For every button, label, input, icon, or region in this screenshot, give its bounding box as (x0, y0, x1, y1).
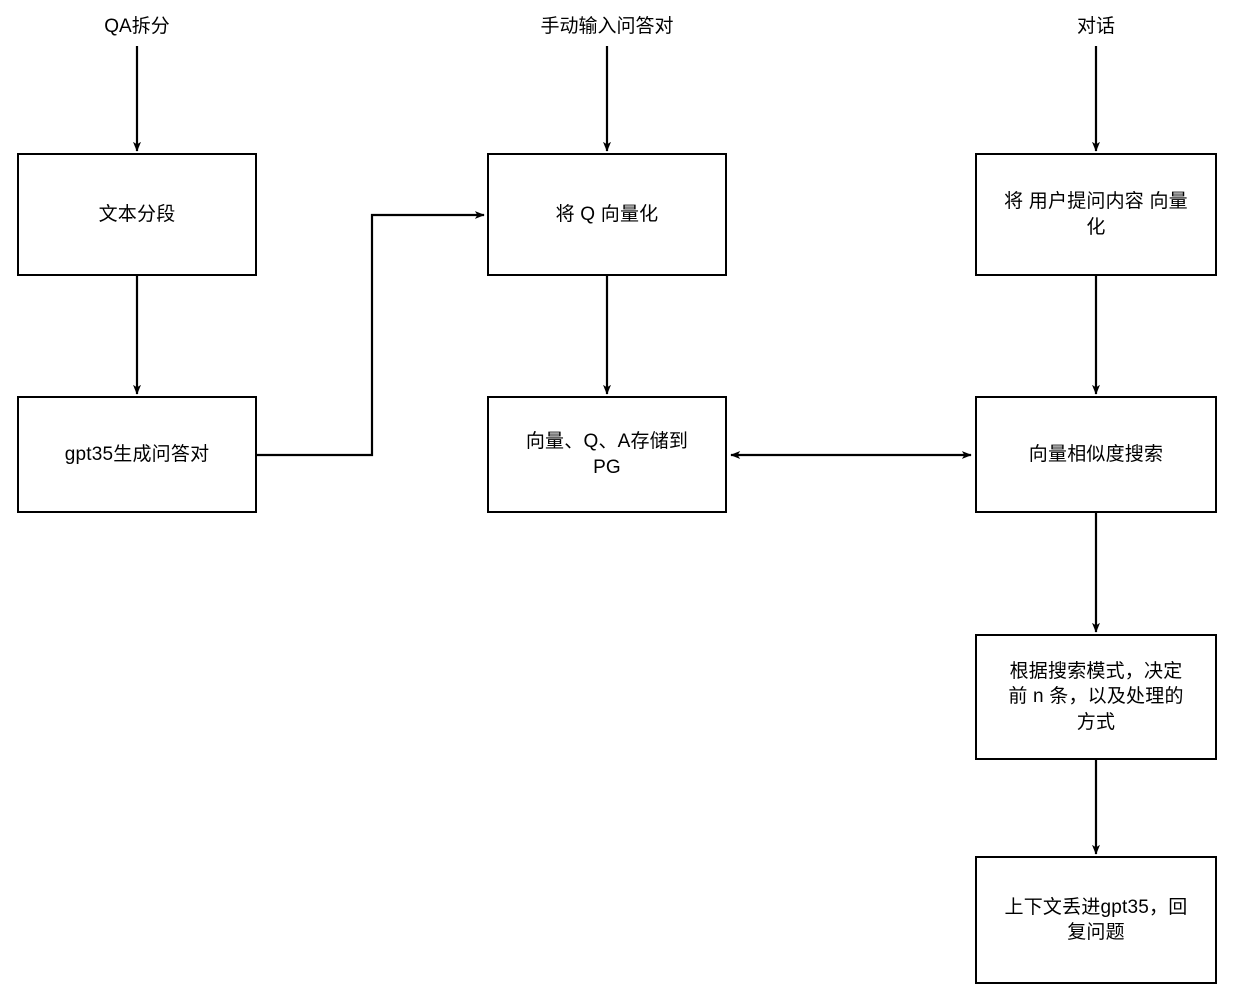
node-context-to-gpt35[interactable]: 上下文丢进gpt35，回 复问题 (975, 856, 1217, 984)
node-store-pg-label: 向量、Q、A存储到 PG (525, 431, 689, 478)
node-similarity-search[interactable]: 向量相似度搜索 (975, 396, 1217, 513)
node-gpt35-qa[interactable]: gpt35生成问答对 (17, 396, 257, 513)
node-gpt35-qa-label: gpt35生成问答对 (64, 443, 210, 465)
node-vectorize-query-label: 将 用户提问内容 向量 化 (1004, 191, 1188, 238)
edge-label-qa-split: QA拆分 (104, 16, 170, 37)
edge-gpt35qa-to-vectorizeq (257, 211, 485, 457)
node-text-split[interactable]: 文本分段 (17, 153, 257, 276)
node-vectorize-q-label: 将 Q 向量化 (555, 203, 659, 225)
node-similarity-search-label: 向量相似度搜索 (1028, 443, 1164, 465)
node-store-pg[interactable]: 向量、Q、A存储到 PG (487, 396, 727, 513)
node-search-mode-label: 根据搜索模式，决定 前 n 条，以及处理的 方式 (1008, 661, 1184, 733)
node-context-to-gpt35-label: 上下文丢进gpt35，回 复问题 (1004, 896, 1188, 943)
node-text-split-label: 文本分段 (98, 203, 176, 225)
node-vectorize-query[interactable]: 将 用户提问内容 向量 化 (975, 153, 1217, 276)
edge-label-dialogue: 对话 (1076, 16, 1116, 37)
node-search-mode[interactable]: 根据搜索模式，决定 前 n 条，以及处理的 方式 (975, 634, 1217, 760)
edge-label-manual-input: 手动输入问答对 (540, 16, 674, 37)
node-vectorize-q[interactable]: 将 Q 向量化 (487, 153, 727, 276)
